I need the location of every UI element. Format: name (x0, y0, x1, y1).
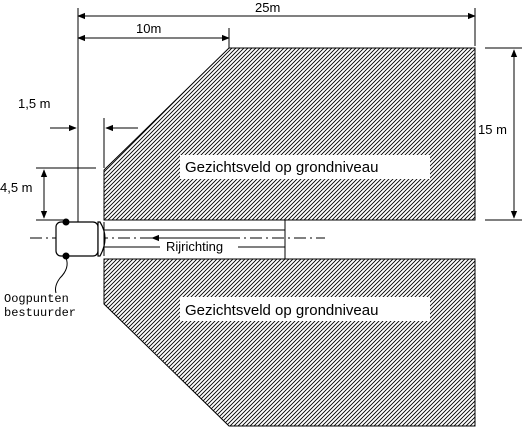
dimension-field-start: 10m (77, 21, 230, 48)
upper-field-label-bg (180, 155, 430, 179)
eye-point-right (62, 252, 70, 260)
upper-field-label: Gezichtsveld op grondniveau (185, 159, 378, 176)
dimension-field-depth-label: 15 m (478, 122, 507, 137)
lower-field-label-bg (180, 297, 430, 321)
dimension-eye-offset-x-label: 1,5 m (18, 96, 51, 111)
driver-label-line2: bestuurder (4, 306, 76, 320)
dimension-eye-offset-x: 1,5 m (18, 96, 138, 168)
driving-direction-label: Rijrichting (166, 239, 223, 254)
lower-field-of-view (103, 258, 476, 427)
vehicle (55, 220, 286, 259)
eye-point-left (62, 218, 70, 226)
dimension-eye-offset-y: 4,5 m (0, 167, 96, 221)
dimension-eye-offset-y-label: 4,5 m (0, 180, 33, 195)
upper-field-of-view (103, 47, 476, 221)
dimension-field-depth: 15 m (478, 47, 522, 221)
vehicle-cab (55, 221, 99, 257)
dimension-total-length: 25m (77, 0, 476, 232)
vehicle-front (97, 221, 106, 257)
dimension-total-length-label: 25m (255, 0, 280, 15)
eye-point-leader (55, 257, 68, 294)
driving-direction-label-bg (160, 240, 238, 254)
lower-field-label: Gezichtsveld op grondniveau (185, 302, 378, 319)
driver-eye-points (62, 218, 70, 260)
driver-label-line1: Oogpunten (4, 292, 69, 306)
dimension-field-start-label: 10m (136, 21, 161, 36)
